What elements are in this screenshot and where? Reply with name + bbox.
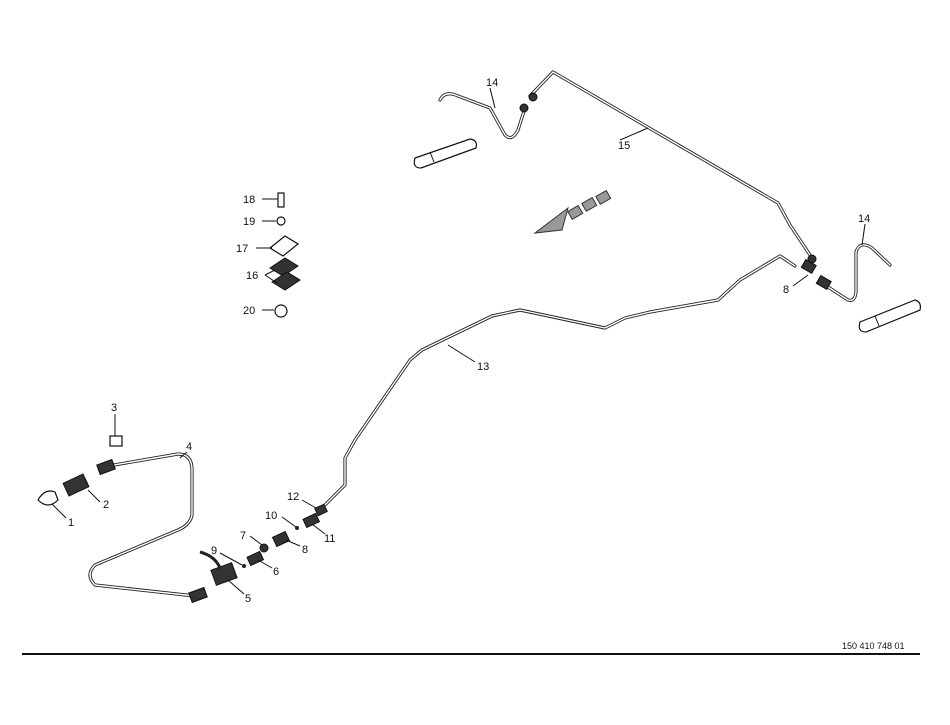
pipe-15 — [528, 70, 814, 260]
callout-11: 11 — [324, 533, 335, 545]
direction-arrow-icon — [533, 189, 612, 234]
clamp-assembly — [268, 192, 301, 318]
document-number: 150 410 748 01 — [842, 641, 905, 651]
pipe-14-top — [438, 92, 527, 140]
callouts: 14 15 14 8 13 18 19 17 16 20 3 4 2 1 12 … — [68, 77, 870, 605]
callout-2: 2 — [103, 499, 109, 511]
pipe-14-right — [823, 243, 892, 302]
callout-17: 17 — [236, 243, 248, 255]
fittings — [37, 92, 832, 604]
pipe-13 — [320, 254, 797, 510]
callout-10: 10 — [265, 510, 277, 522]
cylinder-top — [413, 138, 477, 169]
callout-4: 4 — [186, 441, 192, 453]
callout-7: 7 — [240, 530, 246, 542]
callout-8: 8 — [302, 544, 308, 556]
callout-14-right: 14 — [858, 213, 870, 225]
callout-12: 12 — [287, 491, 299, 503]
callout-6: 6 — [273, 566, 279, 578]
cylinder-right — [858, 299, 922, 333]
callout-3: 3 — [111, 402, 117, 414]
callout-18: 18 — [243, 194, 255, 206]
leader-lines — [51, 87, 866, 595]
callout-1: 1 — [68, 517, 74, 529]
callout-5: 5 — [245, 593, 251, 605]
callout-15: 15 — [618, 140, 630, 152]
callout-8-right: 8 — [783, 284, 789, 296]
hose-4 — [88, 452, 197, 598]
callout-16: 16 — [246, 270, 258, 282]
callout-14-top: 14 — [486, 77, 498, 89]
callout-13: 13 — [477, 361, 489, 373]
callout-9: 9 — [211, 545, 217, 557]
callout-20: 20 — [243, 305, 255, 317]
callout-19: 19 — [243, 216, 255, 228]
